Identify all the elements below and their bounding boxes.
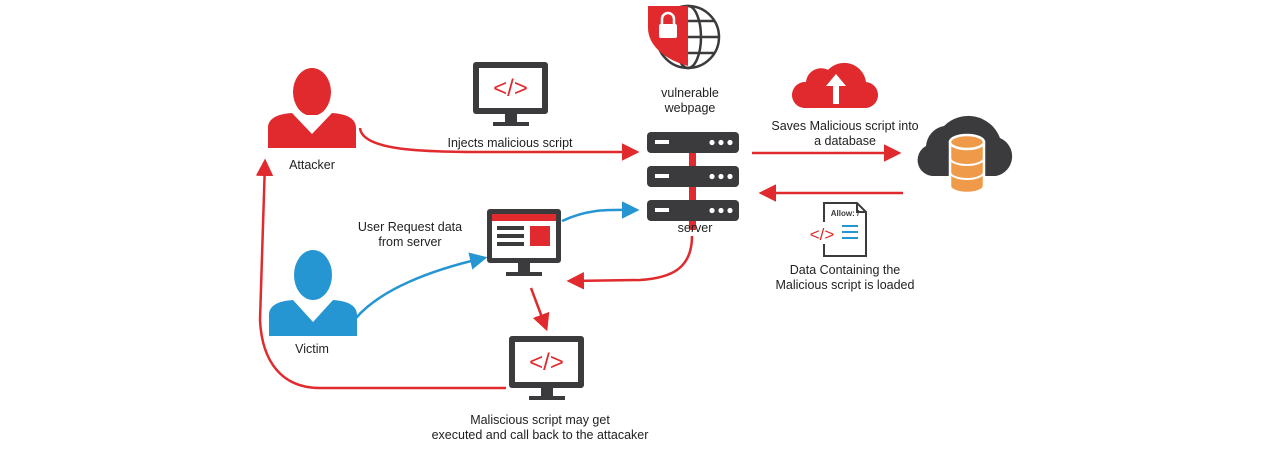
monitor-code-icon: </> — [473, 62, 548, 126]
saves-label-line1: Saves Malicious script into — [771, 119, 919, 133]
arrow-server-to-webpage — [566, 235, 694, 290]
attacker-label: Attacker — [289, 158, 335, 172]
arrow-script-to-attacker — [255, 158, 506, 390]
executed-label-line2: executed and call back to the attacaker — [431, 428, 649, 442]
data-containing-label-line2: Malicious script is loaded — [775, 278, 915, 292]
shield-globe-icon — [648, 4, 721, 70]
code-glyph-doc: </> — [810, 225, 835, 244]
monitor-webpage-icon — [487, 209, 561, 276]
vulnerable-label-line2: webpage — [664, 101, 716, 115]
arrow-webpage-to-script — [529, 287, 550, 332]
victim-person-icon — [269, 250, 357, 336]
cloud-database-icon — [917, 115, 1013, 195]
user-request-label-line1: User Request data — [357, 220, 463, 234]
injects-label: Injects malicious script — [447, 136, 573, 150]
saves-label-line2: a database — [814, 134, 876, 148]
code-glyph: </> — [493, 75, 528, 102]
user-request-label-line2: from server — [378, 235, 442, 249]
server-rack-icon — [647, 132, 739, 230]
cloud-upload-icon — [791, 62, 879, 109]
monitor-code-bottom-icon: </> — [509, 336, 584, 400]
arrow-attacker-to-server — [358, 127, 640, 161]
attacker-person-icon — [268, 68, 356, 148]
arrow-request-to-server — [561, 201, 640, 223]
allow-text: Allow: / — [831, 209, 860, 218]
data-containing-label-line1: Data Containing the — [789, 263, 901, 277]
code-glyph-bottom: </> — [529, 349, 564, 376]
executed-label-line1: Maliscious script may get — [470, 413, 610, 427]
vulnerable-label-line1: vulnerable — [661, 86, 719, 100]
server-label: server — [677, 221, 713, 235]
arrow-victim-to-webpage — [355, 252, 488, 319]
victim-label: Victim — [295, 342, 329, 356]
document-code-icon: Allow: / </> — [808, 202, 867, 257]
